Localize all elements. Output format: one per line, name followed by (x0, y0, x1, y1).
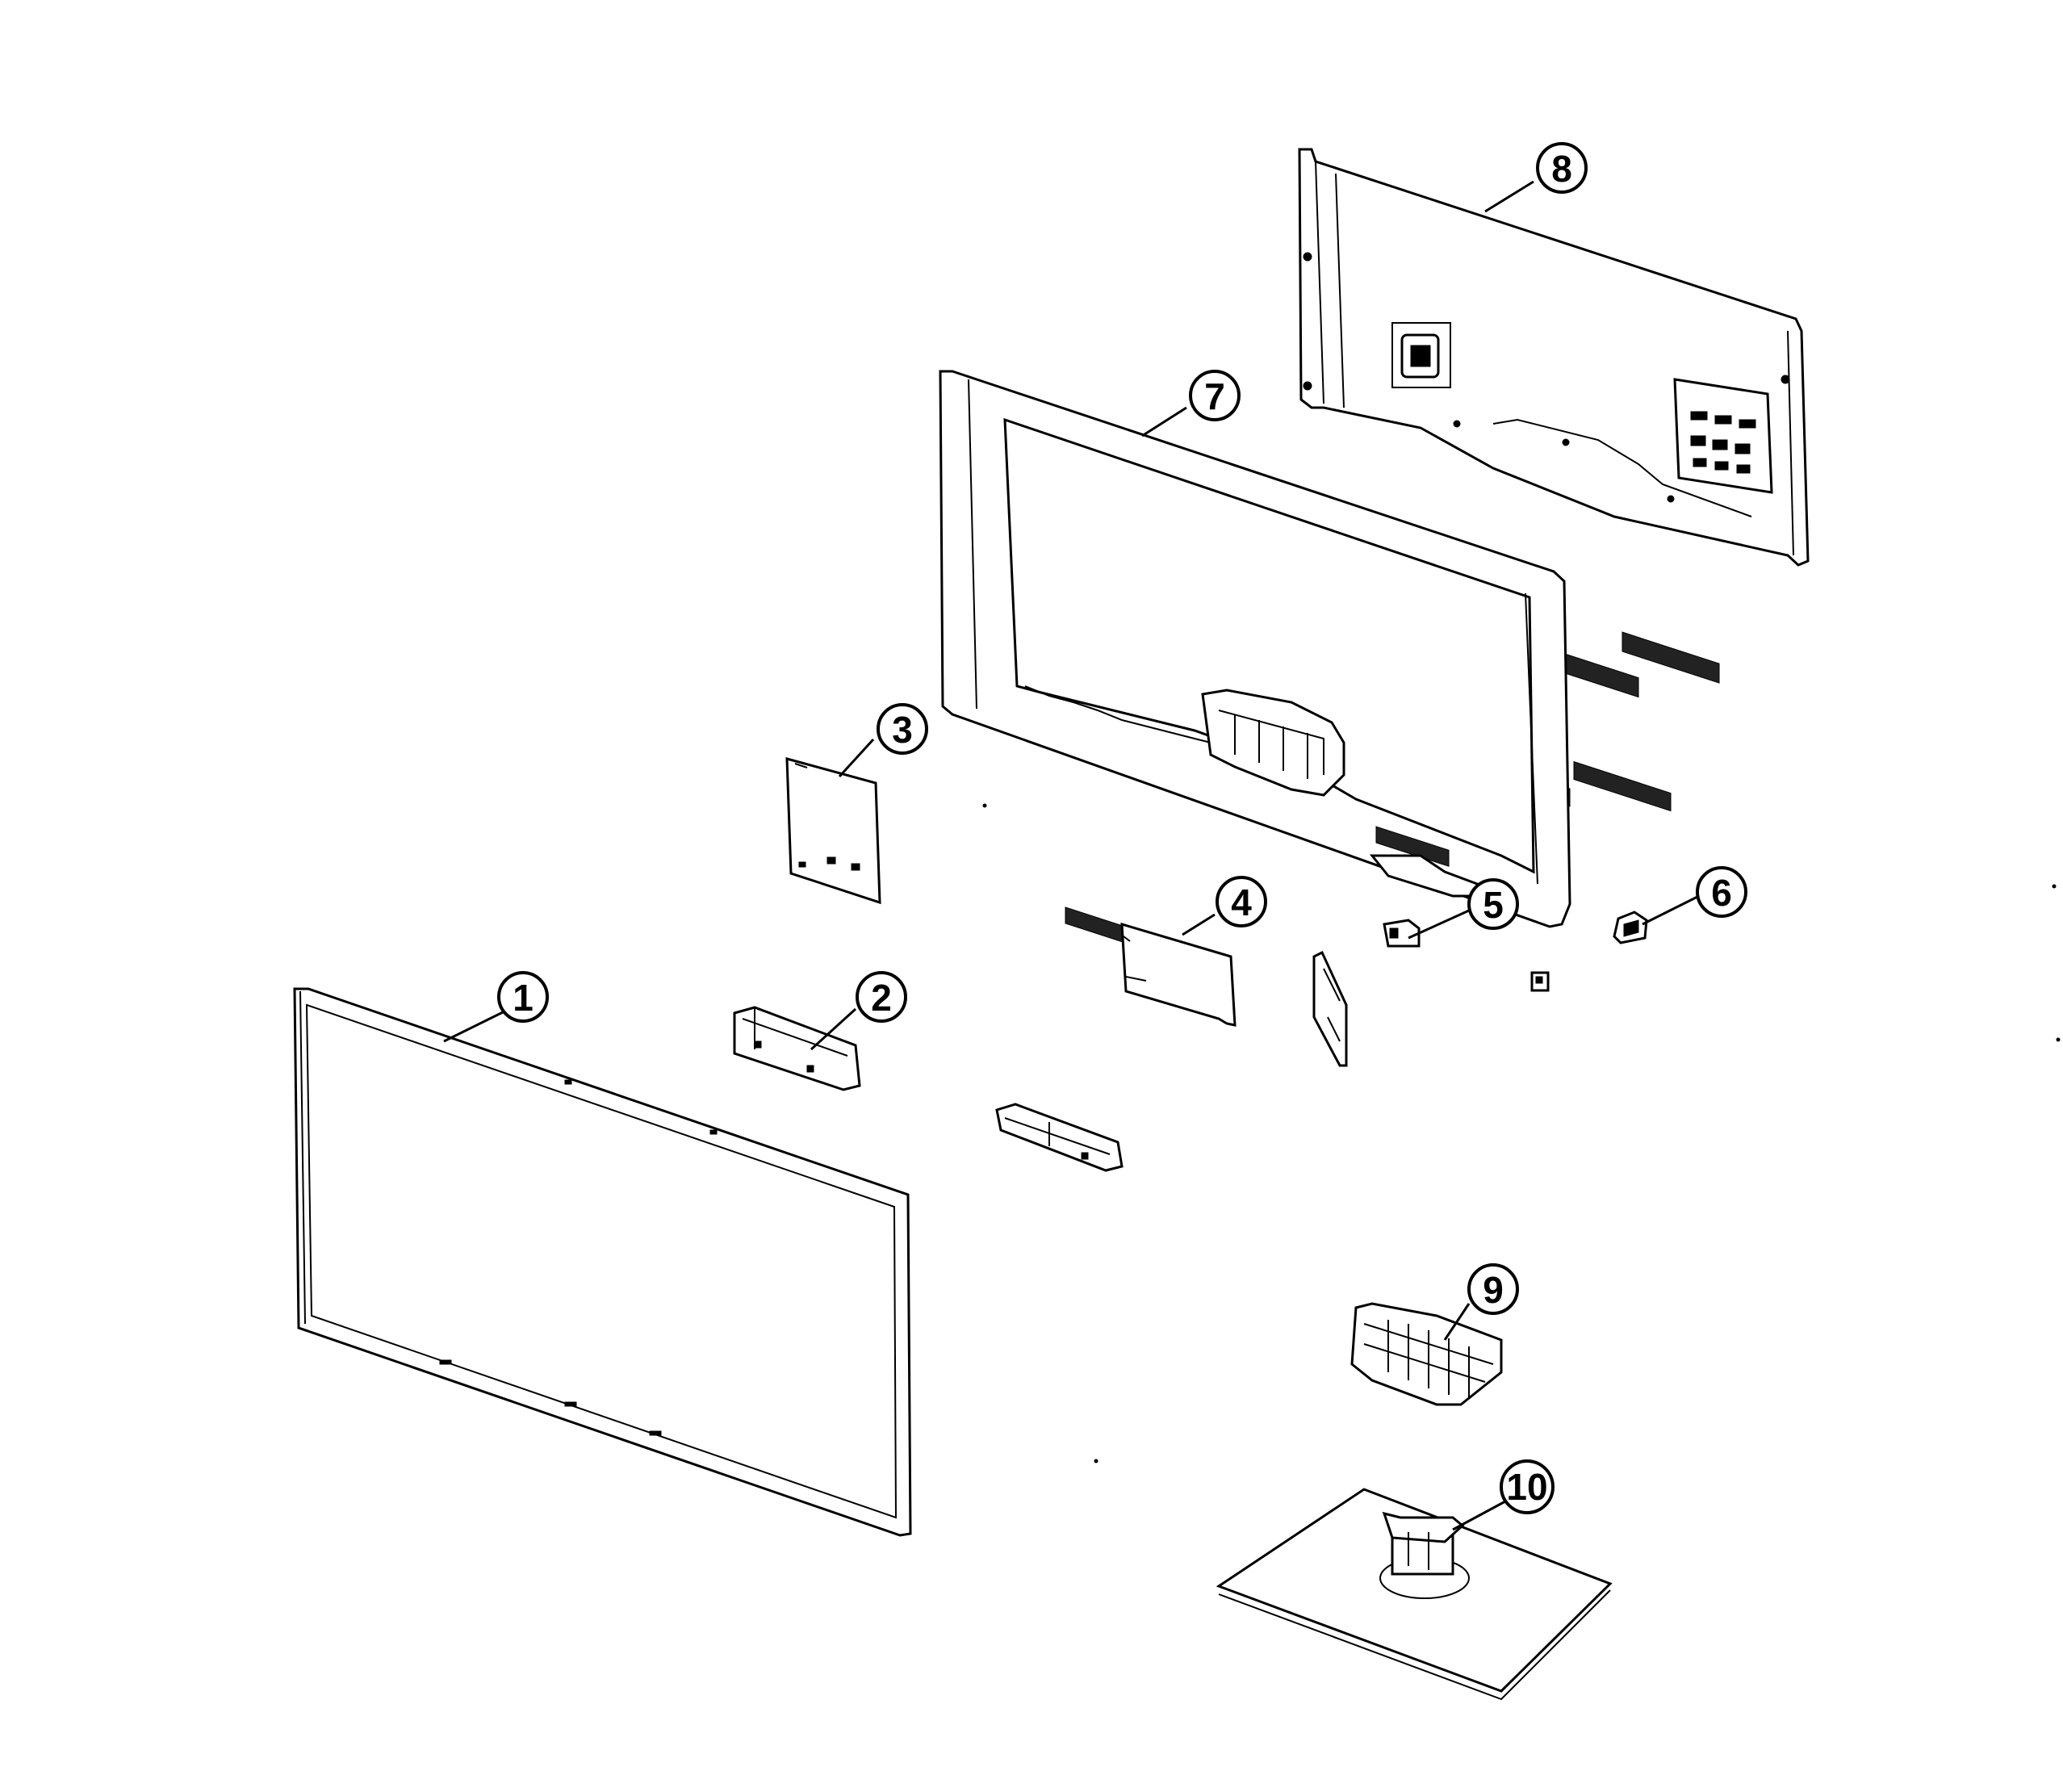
svg-text:2: 2 (871, 977, 892, 1019)
callout-4: 4 (1216, 876, 1267, 927)
part-8-power-socket (1391, 322, 1451, 388)
callout-6: 6 (1696, 866, 1747, 918)
svg-text:5: 5 (1483, 884, 1504, 926)
svg-text:9: 9 (1483, 1269, 1504, 1311)
part-2-bracket (733, 1006, 861, 1091)
callout-2: 2 (856, 971, 907, 1023)
svg-text:6: 6 (1711, 872, 1732, 914)
svg-text:7: 7 (1204, 375, 1225, 417)
svg-text:1: 1 (513, 977, 534, 1019)
callout-3: 3 (877, 703, 928, 755)
part-5-bracket (1383, 919, 1421, 948)
callout-5: 5 (1467, 878, 1519, 930)
part-6-button (1613, 911, 1648, 944)
part-4-board (1120, 922, 1237, 1027)
leader-lines (443, 180, 1700, 1531)
part-1-lcd-panel (293, 987, 912, 1537)
callout-9: 9 (1467, 1263, 1519, 1315)
part-7-stand-mount (1201, 689, 1345, 797)
svg-text:8: 8 (1551, 148, 1572, 190)
svg-text:3: 3 (892, 709, 913, 751)
callout-10: 10 (1500, 1459, 1555, 1514)
part-10-stand-base (1216, 1488, 1613, 1701)
svg-text:10: 10 (1506, 1466, 1547, 1508)
svg-text:4: 4 (1231, 881, 1252, 923)
small-clip (1530, 971, 1550, 992)
part-7-front-bezel (939, 370, 1571, 948)
callout-8: 8 (1536, 142, 1588, 194)
callout-1: 1 (497, 971, 549, 1023)
bracket-unlabeled (995, 1103, 1124, 1172)
part-9-stand-neck (1350, 1302, 1503, 1406)
callout-7: 7 (1189, 370, 1241, 421)
control-strip (1312, 950, 1348, 1067)
part-3-board (785, 757, 881, 905)
part-8-terminal-panel (1673, 378, 1773, 494)
